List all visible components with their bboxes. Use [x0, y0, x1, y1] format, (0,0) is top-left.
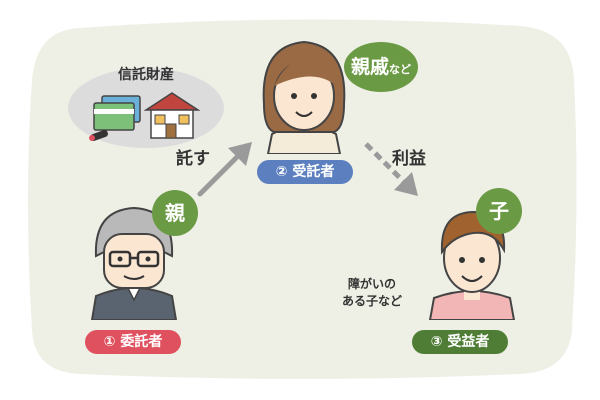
house-icon [144, 92, 200, 139]
beneficiary-badge: 子 [476, 188, 522, 234]
settlor-label: ① 委託者 [85, 330, 181, 354]
bankbook-icon [93, 95, 141, 131]
trustee-badge-main: 親戚 [350, 56, 389, 78]
benefit-label: 利益 [392, 149, 426, 169]
trust-property-label: 信託財産 [118, 67, 174, 83]
seal-icon [89, 129, 108, 141]
entrust-arrow [197, 142, 252, 197]
trust-property-group: 信託財産 [66, 58, 226, 154]
beneficiary-note-line1: 障がいの [348, 277, 397, 291]
beneficiary-label: ③ 受益者 [412, 330, 508, 354]
woman-icon [262, 40, 346, 154]
trustee-label: ② 受託者 [257, 160, 353, 184]
entrust-label: 託す [176, 149, 210, 169]
benefit-arrow [364, 142, 418, 196]
trustee-badge-sub: など [389, 63, 411, 76]
trustee-badge: 親戚など [344, 42, 418, 92]
beneficiary-note-line2: ある子など [342, 294, 403, 308]
settlor-badge: 親 [152, 190, 198, 236]
beneficiary-note: 障がいの ある子など [342, 276, 402, 310]
